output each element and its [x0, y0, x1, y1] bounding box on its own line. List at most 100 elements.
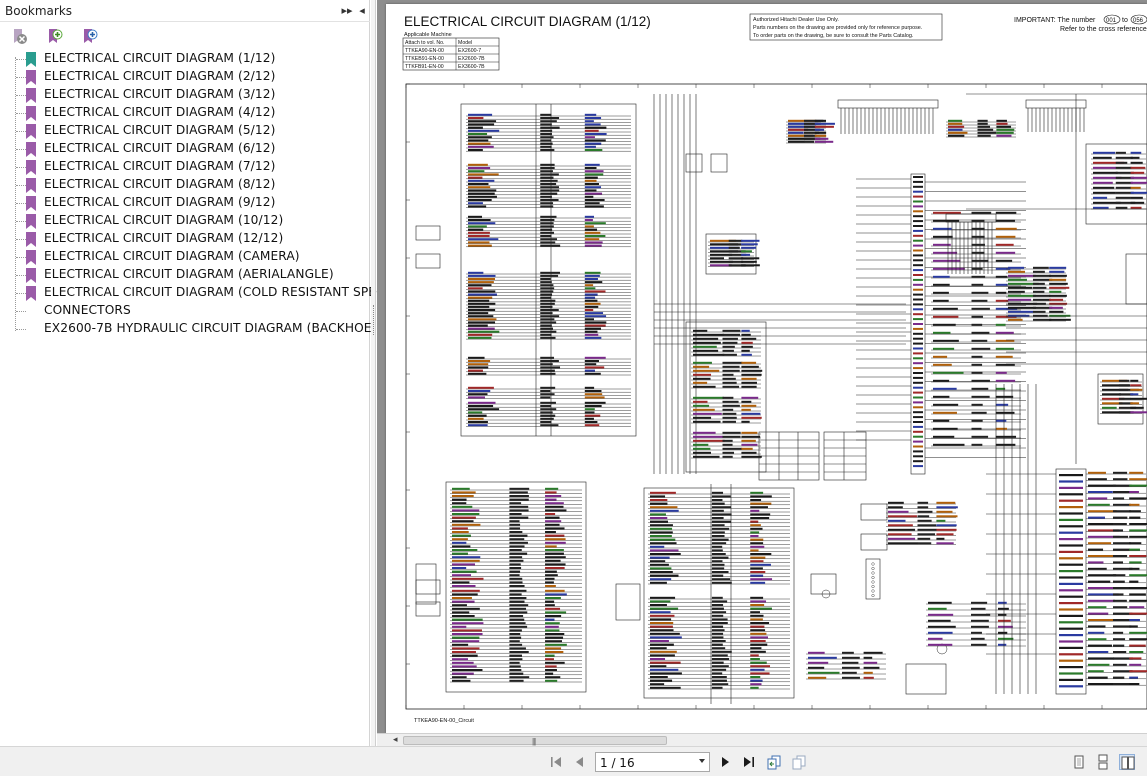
bookmark-label: ELECTRICAL CIRCUIT DIAGRAM (7/12): [44, 159, 276, 173]
important-badge: 056: [1133, 18, 1144, 24]
first-page-icon: [551, 757, 561, 767]
splitter-grip[interactable]: [373, 305, 375, 335]
footer-code: TTKEA90-EN-00_Circuit: [414, 718, 474, 724]
bookmarks-panel: Bookmarks ▸▸ ◂: [0, 0, 393, 746]
continuous-page-icon: [1098, 754, 1108, 770]
bookmark-label: ELECTRICAL CIRCUIT DIAGRAM (4/12): [44, 105, 276, 119]
bookmark-item[interactable]: ELECTRICAL CIRCUIT DIAGRAM (5/12): [0, 122, 368, 140]
bookmark-ribbon-icon: [26, 124, 36, 139]
document-view[interactable]: ELECTRICAL CIRCUIT DIAGRAM (1/12) Applic…: [377, 0, 1147, 733]
navigation-bar: [0, 746, 1147, 776]
drawing-frame: [405, 83, 1147, 710]
bookmark-label: ELECTRICAL CIRCUIT DIAGRAM (3/12): [44, 87, 276, 101]
dealer-notice-box: Authorized Hitachi Dealer Use Only. Part…: [749, 13, 943, 41]
important-to: to: [1122, 17, 1128, 24]
table-cell: TTKFB91-EN-00: [405, 64, 444, 70]
important-note: IMPORTANT: The number 001 to 056 Refer t…: [1014, 14, 1147, 33]
diagram-title: ELECTRICAL CIRCUIT DIAGRAM (1/12): [404, 14, 651, 29]
bookmark-label: ELECTRICAL CIRCUIT DIAGRAM (COLD RESISTA…: [44, 285, 394, 299]
bookmark-label: ELECTRICAL CIRCUIT DIAGRAM (8/12): [44, 177, 276, 191]
bookmark-label: ELECTRICAL CIRCUIT DIAGRAM (5/12): [44, 123, 276, 137]
bookmark-ribbon-icon: [26, 88, 36, 103]
first-page-button[interactable]: [548, 754, 564, 770]
bookmark-label: ELECTRICAL CIRCUIT DIAGRAM (1/12): [44, 51, 276, 65]
table-cell: EX2600-7: [458, 48, 481, 54]
facing-pages-icon: [1121, 756, 1135, 770]
go-forward-view-button[interactable]: [791, 754, 807, 770]
bookmark-item[interactable]: ELECTRICAL CIRCUIT DIAGRAM (8/12): [0, 176, 368, 194]
bookmark-item[interactable]: ELECTRICAL CIRCUIT DIAGRAM (4/12): [0, 104, 368, 122]
bookmark-label: ELECTRICAL CIRCUIT DIAGRAM (AERIALANGLE): [44, 267, 334, 281]
bookmark-ribbon-icon: [26, 70, 36, 85]
notice-line: To order parts on the drawing, be sure t…: [753, 33, 913, 39]
applicable-machine-label: Applicable Machine: [404, 32, 452, 38]
grid-reference-ticks: [405, 83, 1103, 709]
next-page-icon: [722, 757, 729, 767]
table-header-vol: Attach to vol. No.: [405, 40, 445, 46]
bookmark-item[interactable]: CONNECTORS: [0, 302, 368, 320]
bookmark-item[interactable]: ELECTRICAL CIRCUIT DIAGRAM (6/12): [0, 140, 368, 158]
important-text: IMPORTANT: The number: [1014, 17, 1096, 24]
last-page-button[interactable]: [741, 754, 757, 770]
important-text: Refer to the cross reference: [1060, 26, 1147, 33]
horizontal-scrollbar[interactable]: ◂ |||: [377, 733, 1147, 746]
bookmark-ribbon-icon: [26, 196, 36, 211]
bookmark-label: ELECTRICAL CIRCUIT DIAGRAM (10/12): [44, 213, 284, 227]
bookmark-ribbon-icon: [26, 52, 36, 67]
chevron-down-icon[interactable]: [699, 759, 705, 763]
new-bookmark-button[interactable]: [45, 27, 65, 47]
continuous-view-button[interactable]: [1095, 754, 1111, 770]
bookmark-label: ELECTRICAL CIRCUIT DIAGRAM (9/12): [44, 195, 276, 209]
page-number-selector[interactable]: [595, 752, 710, 772]
bookmark-item[interactable]: ELECTRICAL CIRCUIT DIAGRAM (AERIALANGLE): [0, 266, 368, 284]
bookmarks-panel-title: Bookmarks: [5, 4, 73, 18]
bookmark-item[interactable]: ELECTRICAL CIRCUIT DIAGRAM (COLD RESISTA…: [0, 284, 393, 302]
bookmark-label: EX2600-7B HYDRAULIC CIRCUIT DIAGRAM (BAC…: [44, 321, 377, 335]
bookmark-ribbon-icon: [26, 268, 36, 283]
bookmark-label: ELECTRICAL CIRCUIT DIAGRAM (2/12): [44, 69, 276, 83]
bookmark-label: CONNECTORS: [44, 303, 131, 317]
circuit-diagram: ELECTRICAL CIRCUIT DIAGRAM (1/12) Applic…: [402, 13, 1147, 724]
bookmark-ribbon-icon: [26, 106, 36, 121]
bookmark-label: ELECTRICAL CIRCUIT DIAGRAM (CAMERA): [44, 249, 300, 263]
bookmark-item[interactable]: EX2600-7B HYDRAULIC CIRCUIT DIAGRAM (BAC…: [0, 320, 376, 338]
next-page-button[interactable]: [717, 754, 733, 770]
previous-view-icon: [767, 755, 781, 770]
bookmark-ribbon-icon: [26, 286, 36, 301]
collapse-panel-button[interactable]: ◂: [359, 5, 365, 17]
single-page-view-button[interactable]: [1071, 754, 1087, 770]
bookmark-ribbon-icon: [26, 250, 36, 265]
bookmark-ribbon-icon: [26, 214, 36, 229]
delete-bookmark-button[interactable]: [10, 27, 30, 47]
delete-bookmark-icon: [14, 29, 27, 44]
go-back-view-button[interactable]: [766, 754, 782, 770]
pdf-page: ELECTRICAL CIRCUIT DIAGRAM (1/12) Applic…: [386, 4, 1147, 733]
previous-page-button[interactable]: [572, 754, 588, 770]
bookmarks-panel-header: Bookmarks ▸▸ ◂: [0, 0, 370, 22]
table-cell: EX2600-7B: [458, 56, 485, 62]
scrollbar-thumb[interactable]: |||: [403, 736, 667, 746]
table-cell: TTKEA90-EN-00: [405, 48, 444, 54]
bookmark-item[interactable]: ELECTRICAL CIRCUIT DIAGRAM (10/12): [0, 212, 368, 230]
panel-splitter[interactable]: [371, 0, 376, 746]
applicable-machine-table: Attach to vol. No. Model TTKEA90-EN-00 E…: [402, 37, 500, 71]
facing-pages-view-button[interactable]: [1119, 754, 1135, 770]
bookmark-item[interactable]: ELECTRICAL CIRCUIT DIAGRAM (2/12): [0, 68, 368, 86]
table-cell: TTKEB91-EN-00: [405, 56, 444, 62]
bookmark-ribbon-icon: [26, 232, 36, 247]
bookmark-item[interactable]: ELECTRICAL CIRCUIT DIAGRAM (7/12): [0, 158, 368, 176]
schematic-wiring: [415, 93, 1147, 704]
bookmark-item[interactable]: ELECTRICAL CIRCUIT DIAGRAM (3/12): [0, 86, 368, 104]
bookmark-item[interactable]: ELECTRICAL CIRCUIT DIAGRAM (CAMERA): [0, 248, 368, 266]
bookmark-item[interactable]: ELECTRICAL CIRCUIT DIAGRAM (1/12): [0, 50, 368, 68]
add-child-bookmark-button[interactable]: [80, 27, 100, 47]
scroll-left-icon[interactable]: ◂: [393, 734, 398, 744]
expand-panel-button[interactable]: ▸▸: [341, 5, 353, 17]
bookmark-item[interactable]: ELECTRICAL CIRCUIT DIAGRAM (12/12): [0, 230, 368, 248]
bookmark-item[interactable]: ELECTRICAL CIRCUIT DIAGRAM (9/12): [0, 194, 368, 212]
last-page-icon: [744, 757, 754, 767]
bookmarks-toolbar: [0, 24, 370, 50]
new-bookmark-icon: [49, 29, 63, 43]
page-number-input[interactable]: [600, 755, 690, 770]
